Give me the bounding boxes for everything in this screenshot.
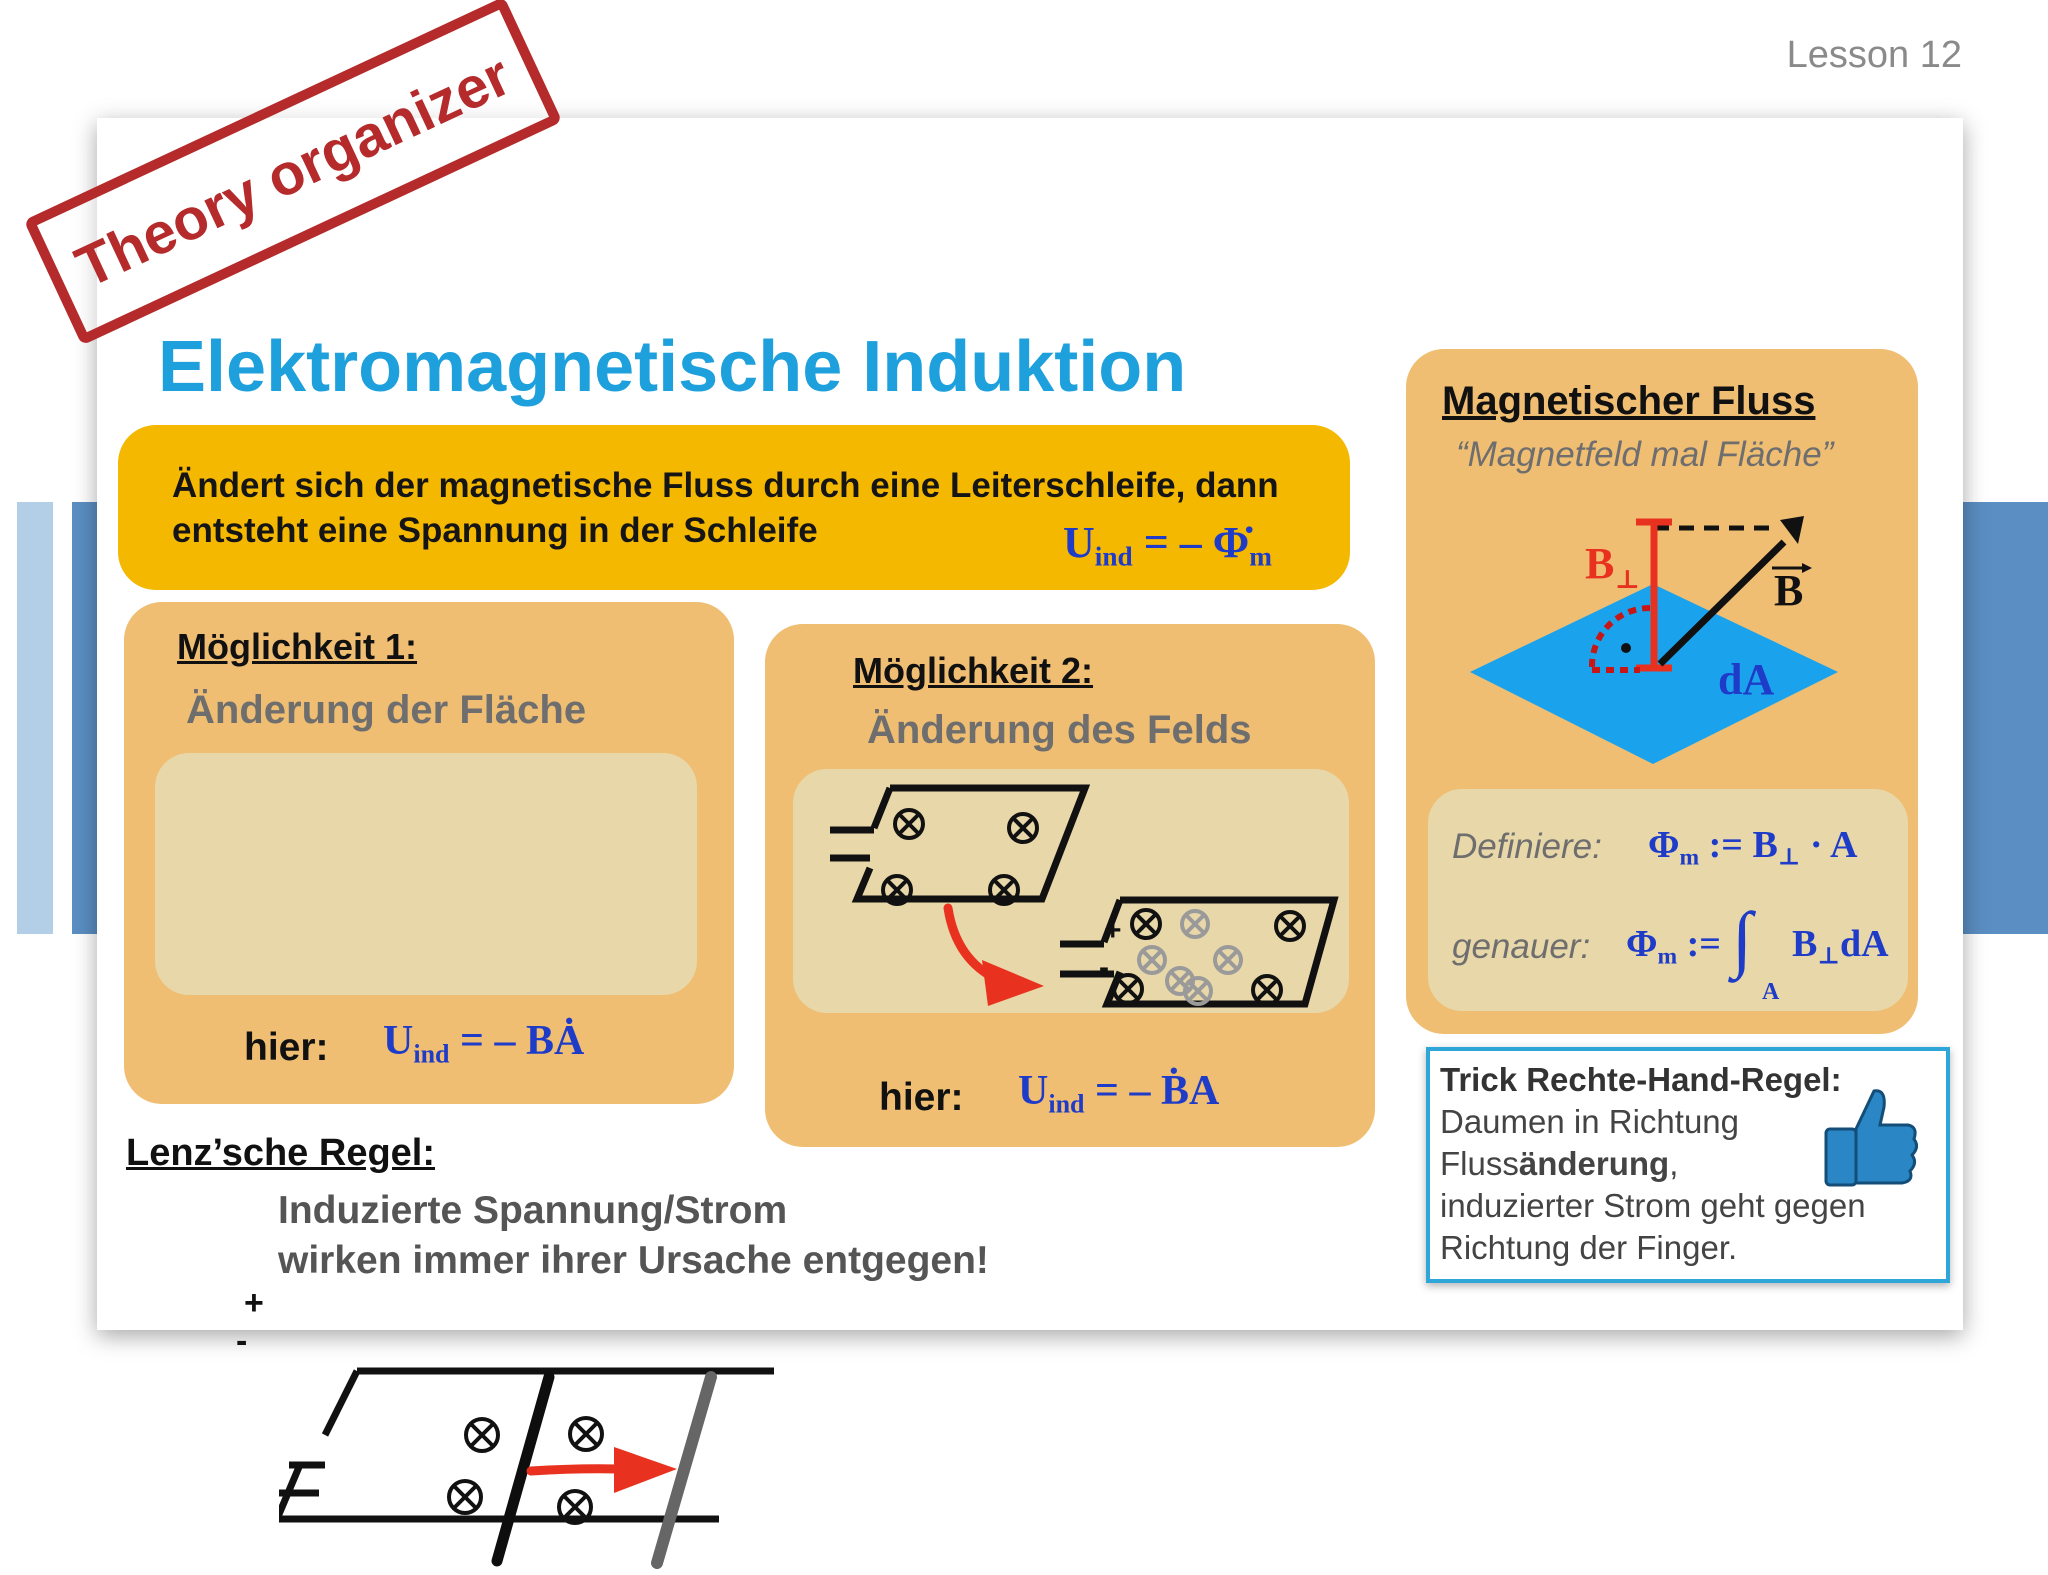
option2-box: Möglichkeit 2: Änderung des Felds [765,624,1375,1147]
option2-subtitle: Änderung des Felds [867,708,1252,752]
area-plane [1470,584,1838,764]
option1-diagram-panel [155,753,697,995]
definition-text: Ändert sich der magnetische Fluss durch … [172,463,1279,553]
thumbs-up-icon [1824,1089,1918,1187]
flux-integrand: B⊥dA [1792,923,1889,970]
option1-formula: Uind = – BȦ [383,1018,585,1069]
b-perp-subscript: ⊥ [1615,565,1640,594]
option2-minus-sign: - [1099,951,1109,984]
trick-title: Trick Rechte-Hand-Regel: [1440,1061,1842,1098]
option2-diagram [830,784,1339,1008]
flux-define-formula: Φm := B⊥ · A [1648,824,1858,871]
definition-formula: Uind = – Φ̇m [1063,518,1272,572]
lenz-text: Induzierte Spannung/Strom wirken immer i… [278,1186,989,1286]
option1-minus-sign: - [236,1322,248,1360]
lenz-line-2: wirken immer ihrer Ursache entgegen! [278,1239,989,1282]
da-label: dA [1718,655,1774,704]
option1-box: Möglichkeit 1: Änderung der Fläche + - h… [124,602,774,1569]
option2-heading: Möglichkeit 2: [853,650,1094,691]
b-vector-label: B [1774,566,1803,615]
option1-hier-label: hier: [244,1026,329,1069]
option1-subtitle: Änderung der Fläche [186,688,587,732]
definition-line-1: Ändert sich der magnetische Fluss durch … [172,466,1279,505]
option1-diagram [279,1367,774,1569]
flux-define-label: Definiere: [1452,827,1602,866]
lesson-label: Lesson 12 [1786,34,1962,76]
trick-line-3: induzierter Strom geht gegen [1440,1187,1866,1224]
flux-precise-label: genauer: [1452,927,1591,966]
b-perp-label: B [1585,539,1614,588]
definition-line-2: entsteht eine Spannung in der Schleife [172,511,818,550]
flux-formula-panel [1428,789,1908,1011]
decor-bar-left-light [17,502,53,934]
trick-line-2: Flussänderung, [1440,1145,1679,1182]
trick-line-4: Richtung der Finger. [1440,1229,1738,1266]
option1-heading: Möglichkeit 1: [177,626,418,667]
flux-integral-sign: ∫ [1732,898,1753,980]
option2-plus-sign: + [1104,914,1122,947]
flux-precise-formula: Φm := [1626,923,1721,970]
lenz-line-1: Induzierte Spannung/Strom [278,1189,788,1232]
lenz-heading: Lenz’sche Regel: [126,1132,436,1174]
flux-integral-domain: A [1762,979,1780,1005]
trick-line-1: Daumen in Richtung [1440,1103,1739,1140]
decor-bar-right [1960,502,2048,934]
option1-plus-sign: + [244,1284,264,1322]
page-title: Elektromagnetische Induktion [158,327,1187,407]
flux-diagram: B ⊥ B dA [1470,516,1838,764]
definition-box: Ändert sich der magnetische Fluss durch … [118,425,1350,590]
flux-heading: Magnetischer Fluss [1442,379,1816,423]
trick-box: Trick Rechte-Hand-Regel: Daumen in Richt… [1426,1047,1950,1283]
trick-text: Trick Rechte-Hand-Regel: Daumen in Richt… [1440,1059,1866,1269]
flux-quote: “Magnetfeld mal Fläche” [1456,435,1834,474]
option2-formula: Uind = – ḂA [1018,1068,1220,1119]
option2-hier-label: hier: [879,1076,964,1119]
